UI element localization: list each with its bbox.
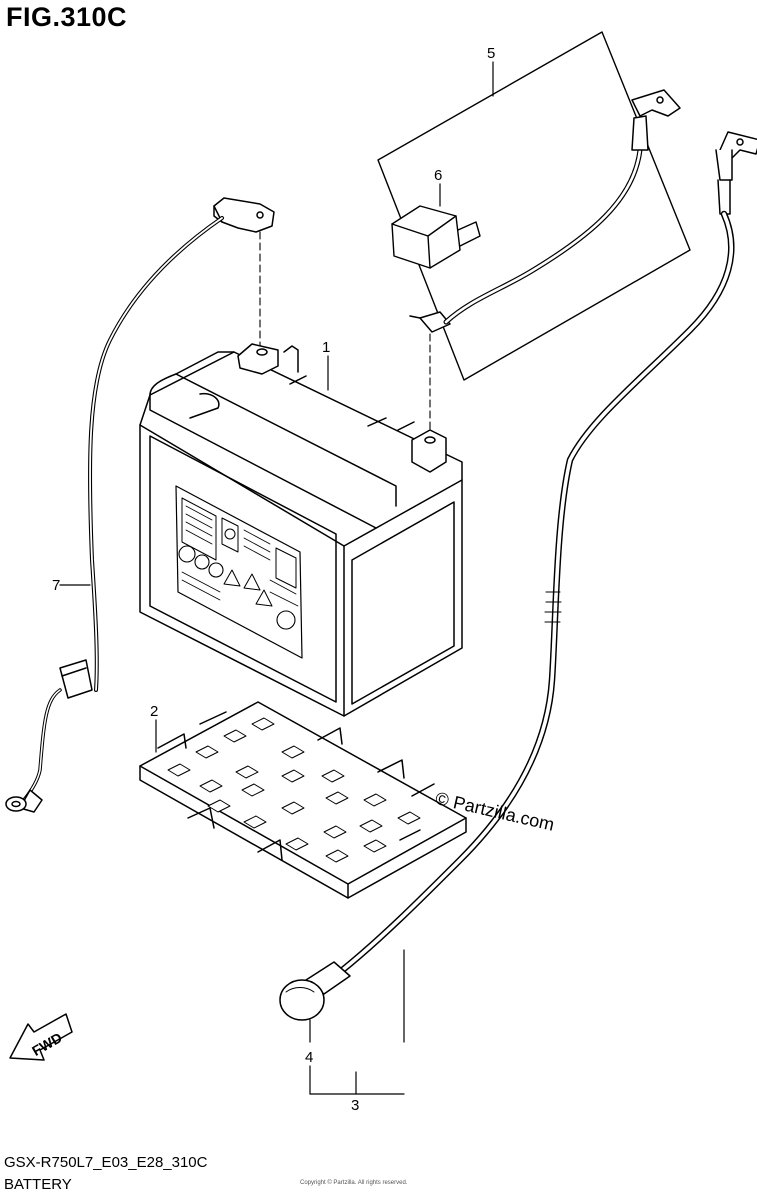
negative-cable (336, 131, 757, 976)
figure-caption: BATTERY (4, 1176, 72, 1193)
fine-print: Copyright © Partzilla. All rights reserv… (300, 1180, 408, 1186)
battery-tray (139, 701, 467, 899)
callout-5: 5 (487, 45, 495, 62)
figure-code: GSX-R750L7_E03_E28_310C (4, 1154, 208, 1171)
callout-6: 6 (434, 167, 442, 184)
callout-7: 7 (52, 577, 60, 594)
fwd-arrow (9, 1013, 73, 1061)
terminal-cap (279, 961, 351, 1021)
callout-3: 3 (351, 1097, 359, 1114)
ground-harness (5, 197, 275, 813)
positive-cable (409, 89, 681, 333)
kit-box (377, 31, 691, 381)
callout-4: 4 (305, 1049, 313, 1066)
battery (139, 343, 463, 717)
callout-2: 2 (150, 703, 158, 720)
figure-title: FIG.310C (6, 2, 128, 32)
terminal-cover (391, 205, 481, 269)
callout-1: 1 (322, 339, 330, 356)
